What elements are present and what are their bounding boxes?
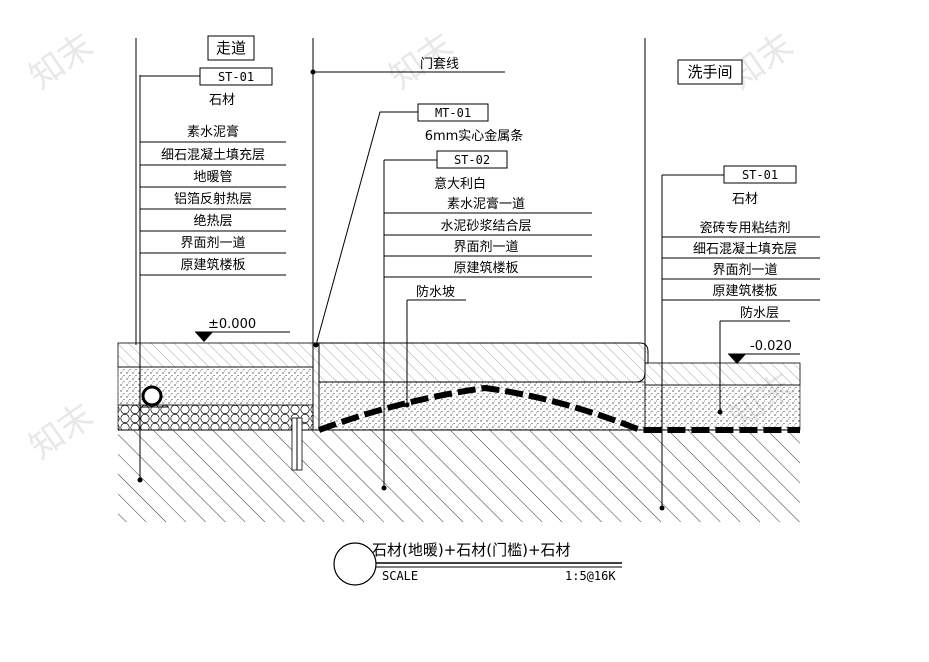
left-layer-item: 素水泥膏 — [187, 124, 239, 140]
left-layer-item: 细石混凝土填充层 — [161, 147, 265, 163]
right-layer-item: 界面剂一道 — [712, 263, 777, 278]
right-code: ST-01 — [742, 168, 778, 182]
right-elevation: -0.020 — [750, 339, 792, 354]
left-layer-item: 原建筑楼板 — [180, 257, 245, 273]
title-circle — [333, 542, 377, 586]
waterproof-slope-label: 防水坡 — [416, 284, 455, 300]
center-layer-item: 界面剂一道 — [453, 240, 518, 255]
left-material-name: 石材 — [209, 93, 235, 108]
left-code-box — [199, 67, 273, 86]
leader-dot — [381, 485, 387, 491]
metal-strip — [312, 342, 320, 431]
room-tag-corridor — [207, 35, 255, 61]
watermark: 知末 — [22, 396, 101, 468]
left-elevation: ±0.000 — [208, 317, 256, 332]
leader-dot — [310, 69, 316, 75]
room-tag-washroom — [677, 59, 743, 85]
center-material-name: 意大利白 — [434, 176, 486, 192]
room-label-washroom: 洗手间 — [687, 63, 732, 81]
center-code-box — [436, 150, 508, 169]
left-layer-item: 地暖管 — [193, 170, 232, 185]
metal-code: MT-01 — [435, 106, 471, 120]
left-layer-item: 界面剂一道 — [180, 236, 245, 251]
right-code-box — [723, 165, 797, 184]
right-layer-item: 细石混凝土填充层 — [693, 241, 797, 257]
drawing-title: 石材(地暖)+石材(门槛)+石材 — [372, 541, 571, 559]
leader-dot — [404, 402, 410, 408]
center-layer-list: 素水泥膏一道 水泥砂浆结合层 界面剂一道 原建筑楼板 — [384, 196, 592, 278]
leader-dot — [659, 505, 665, 511]
center-layer-item: 素水泥膏一道 — [447, 196, 525, 212]
room-label-corridor: 走道 — [216, 39, 246, 57]
elevation-marker — [195, 332, 213, 342]
right-layer-item: 瓷砖专用粘结剂 — [699, 221, 790, 236]
left-layer-list: 素水泥膏 细石混凝土填充层 地暖管 铝箔反射热层 绝热层 界面剂一道 原建筑楼板 — [140, 124, 286, 276]
left-code: ST-01 — [218, 70, 254, 84]
elevation-marker — [728, 354, 746, 364]
center-layer-item: 原建筑楼板 — [453, 260, 518, 276]
metal-leader — [315, 111, 418, 346]
watermark: 知末 — [22, 26, 101, 98]
door-frame-label: 门套线 — [420, 56, 459, 72]
left-insulation-layer — [117, 404, 314, 431]
right-layer-item: 原建筑楼板 — [712, 283, 777, 299]
left-layer-item: 绝热层 — [193, 213, 232, 229]
left-layer-item: 铝箔反射热层 — [174, 191, 252, 207]
right-tile-layer — [644, 362, 801, 386]
waterproof-slope — [317, 384, 800, 433]
heating-pipe — [141, 385, 163, 407]
scale-label: SCALE — [382, 569, 418, 583]
right-fill-layer — [644, 384, 801, 431]
waterproof-layer-label: 防水层 — [740, 305, 779, 321]
scale-value: 1:5@16K — [565, 569, 616, 583]
center-code: ST-02 — [454, 153, 490, 167]
center-layer-item: 水泥砂浆结合层 — [440, 219, 531, 234]
metal-name: 6mm实心金属条 — [425, 128, 524, 144]
right-material-name: 石材 — [732, 192, 758, 207]
leader-dot — [313, 342, 319, 348]
structural-slab — [118, 430, 800, 522]
left-stone-layer — [117, 342, 314, 368]
leader-dot — [717, 409, 723, 415]
leader-dot — [137, 477, 143, 483]
metal-code-box — [417, 103, 489, 122]
threshold-stone — [318, 342, 649, 383]
right-layer-list: 瓷砖专用粘结剂 细石混凝土填充层 界面剂一道 原建筑楼板 — [662, 221, 820, 301]
